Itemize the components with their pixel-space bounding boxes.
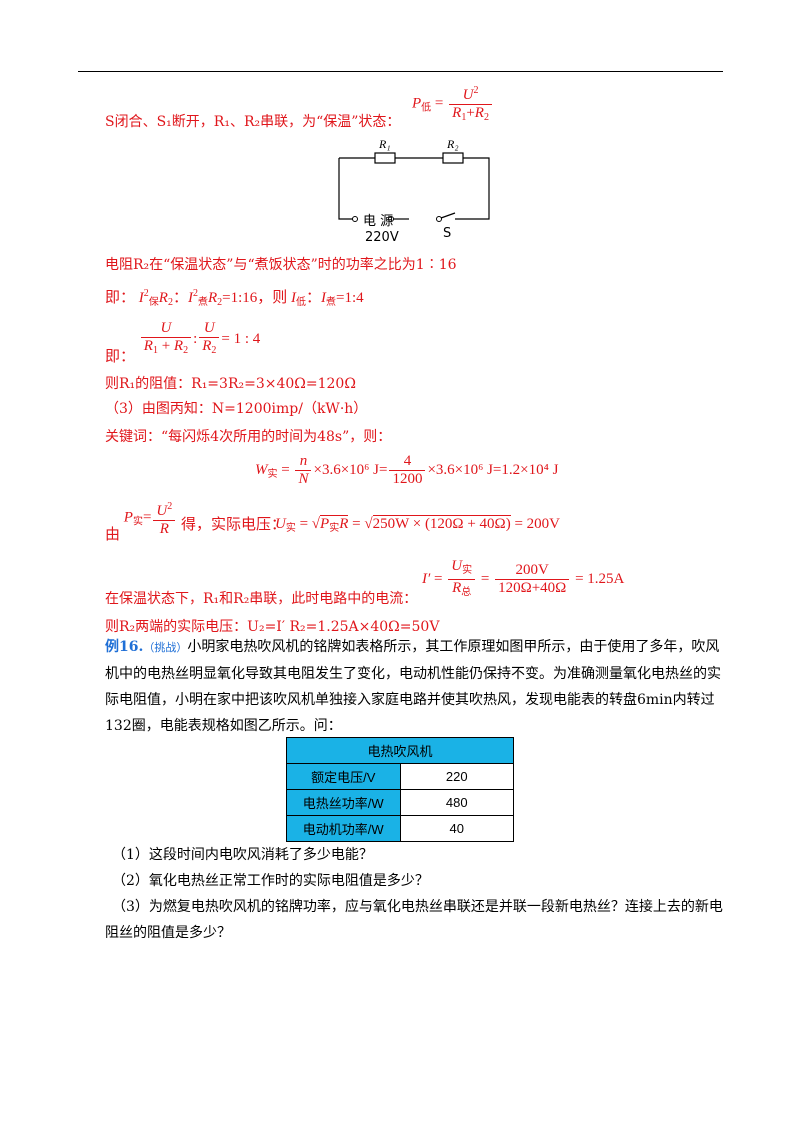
line-ji-1: 即： I2保R2：I2煮R2=1:16，则 I低：I煮=1:4 <box>105 288 364 308</box>
svg-text:R₁: R₁ <box>378 137 391 151</box>
circuit-diagram: R₁ R₂ 电 源 220V S <box>338 137 490 241</box>
example-paragraph: 例16.（挑战）小明家电热吹风机的铭牌如表格所示，其工作原理如图甲所示，由于使用… <box>105 634 725 739</box>
line-power-ratio: 电阻R₂在“保温状态”与“煮饭状态”时的功率之比为1∶16 <box>105 257 457 273</box>
svg-text:220V: 220V <box>365 230 399 241</box>
line-series-current: 在保温状态下，R₁和R₂串联，此时电路中的电流： <box>105 591 418 607</box>
line-meter-spec: （3）由图丙知：N=1200imp/（kW·h） <box>105 401 368 417</box>
example-tag: （挑战） <box>143 641 188 654</box>
table-title: 电热吹风机 <box>286 737 514 764</box>
svg-text:电 源: 电 源 <box>363 214 393 229</box>
example-label: 例16. <box>105 639 144 655</box>
question-2: （2）氧化电热丝正常工作时的实际电阻值是多少？ <box>112 873 429 889</box>
line-keyword: 关键词：“每闪烁4次所用的时间为48s”，则： <box>105 429 392 445</box>
line-r2-voltage: 则R₂两端的实际电压：U₂=I′ R₂=1.25A×40Ω=50V <box>105 619 440 635</box>
question-1: （1）这段时间内电吹风消耗了多少电能？ <box>112 847 373 863</box>
example-text: 小明家电热吹风机的铭牌如表格所示，其工作原理如图甲所示，由于使用了多年，吹风机中… <box>105 639 721 734</box>
svg-text:S: S <box>443 226 451 241</box>
line-r1-value: 则R₁的阻值：R₁=3R₂=3×40Ω=120Ω <box>105 376 356 392</box>
resistor-r1 <box>374 152 396 164</box>
question-3-line-2: 阻丝的阻值是多少？ <box>105 925 231 941</box>
question-3-line-1: （3）为燃复电热吹风机的铭牌功率，应与氧化电热丝串联还是并联一段新电热丝？连接上… <box>112 899 723 915</box>
header-rule <box>78 71 723 72</box>
resistor-r2 <box>442 152 464 164</box>
svg-text:R₂: R₂ <box>446 137 459 151</box>
line-series-state: S闭合、S₁断开，R₁、R₂串联，为“保温”状态： <box>105 114 401 130</box>
formula-voltage: U实 = √P实R = √250W × (120Ω + 40Ω) = 200V <box>275 515 560 534</box>
